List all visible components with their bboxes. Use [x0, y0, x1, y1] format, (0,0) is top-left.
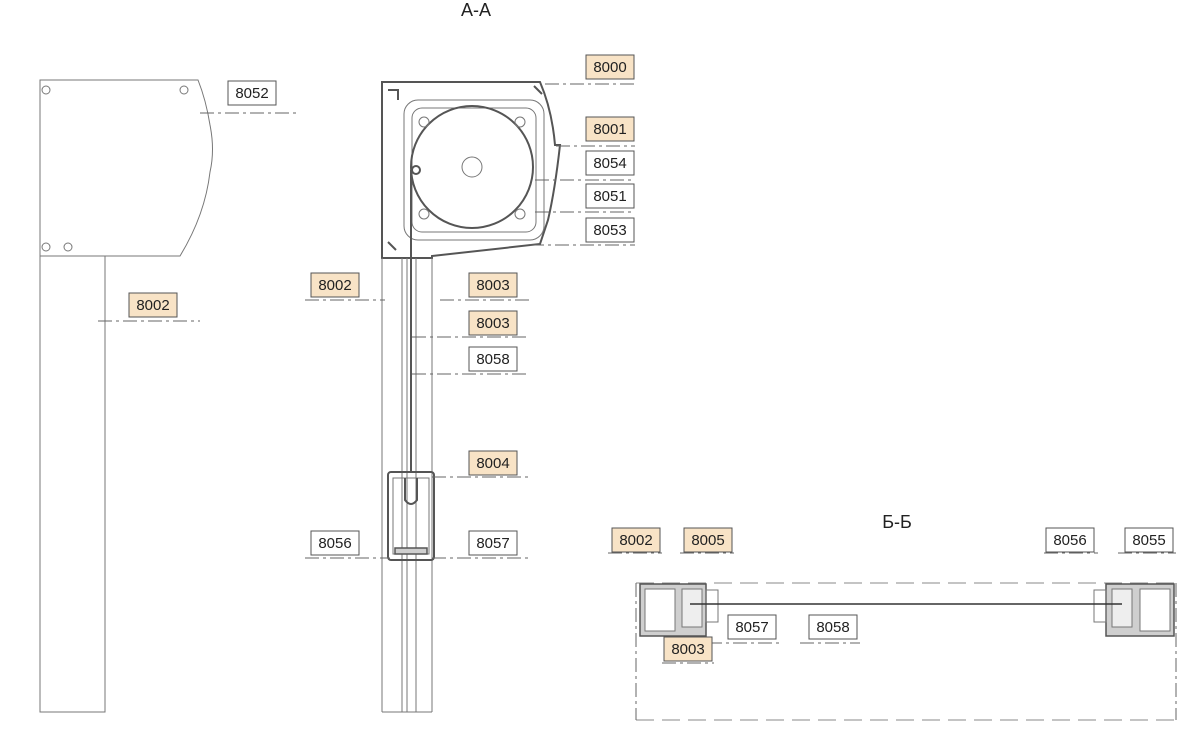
part-label-box	[585, 54, 635, 80]
part-label-box	[585, 116, 635, 142]
part-number: 8001	[593, 121, 626, 138]
part-number: 8052	[235, 85, 268, 102]
part-label: 8058	[808, 614, 858, 640]
part-number: 8005	[691, 532, 724, 549]
part-label-box	[611, 527, 661, 553]
part-label: 8002	[128, 292, 178, 318]
screw-icon	[41, 242, 51, 252]
part-number: 8002	[136, 297, 169, 314]
part-label: 8002	[310, 272, 360, 298]
part-label: 8000	[585, 54, 635, 80]
part-label: 8056	[310, 530, 360, 556]
part-number: 8003	[671, 641, 704, 658]
part-label-box	[585, 183, 635, 209]
part-label: 8003	[663, 636, 713, 662]
part-label: 8058	[468, 346, 518, 372]
part-number: 8003	[476, 277, 509, 294]
part-label-box	[468, 310, 518, 336]
part-label-box	[310, 530, 360, 556]
part-label: 8003	[468, 310, 518, 336]
part-labels: 8052 8000 8001 8054 8051 8053 8002 8002 8003 8003…	[128, 54, 1174, 662]
screw-icon	[179, 85, 189, 95]
part-label-box	[683, 527, 733, 553]
part-label: 8057	[468, 530, 518, 556]
part-number: 8058	[476, 351, 509, 368]
part-number: 8051	[593, 188, 626, 205]
part-label: 8052	[227, 80, 277, 106]
leader-lines	[98, 83, 1176, 664]
part-number: 8002	[318, 277, 351, 294]
part-number: 8000	[593, 59, 626, 76]
part-number: 8057	[476, 535, 509, 552]
part-number: 8057	[735, 619, 768, 636]
side-view	[39, 79, 213, 713]
part-number: 8004	[476, 455, 509, 472]
part-label: 8002	[611, 527, 661, 553]
part-label: 8003	[468, 272, 518, 298]
part-label-box	[808, 614, 858, 640]
part-label-box	[468, 272, 518, 298]
part-number: 8058	[816, 619, 849, 636]
section-a-view	[381, 81, 562, 713]
part-label: 8004	[468, 450, 518, 476]
part-number: 8056	[1053, 532, 1086, 549]
part-label-box	[663, 636, 713, 662]
part-label-box	[468, 450, 518, 476]
part-number: 8056	[318, 535, 351, 552]
screw-icon	[63, 242, 73, 252]
part-number: 8055	[1132, 532, 1165, 549]
part-label: 8055	[1124, 527, 1174, 553]
part-label: 8051	[585, 183, 635, 209]
part-number: 8003	[476, 315, 509, 332]
part-label-box	[1045, 527, 1095, 553]
part-label-box	[585, 150, 635, 176]
part-label-box	[468, 530, 518, 556]
part-label: 8001	[585, 116, 635, 142]
part-number: 8054	[593, 155, 626, 172]
part-label-box	[1124, 527, 1174, 553]
part-label-box	[727, 614, 777, 640]
part-label: 8056	[1045, 527, 1095, 553]
part-label-box	[585, 217, 635, 243]
part-label-box	[310, 272, 360, 298]
section-b-title: Б-Б	[882, 512, 912, 532]
part-label-box	[227, 80, 277, 106]
screw-icon	[41, 85, 51, 95]
part-label: 8057	[727, 614, 777, 640]
part-number: 8053	[593, 222, 626, 239]
part-number: 8002	[619, 532, 652, 549]
part-label: 8054	[585, 150, 635, 176]
section-a-title: А-А	[461, 0, 491, 20]
section-b-view	[635, 582, 1177, 721]
part-label: 8005	[683, 527, 733, 553]
part-label-box	[468, 346, 518, 372]
part-label-box	[128, 292, 178, 318]
part-label: 8053	[585, 217, 635, 243]
